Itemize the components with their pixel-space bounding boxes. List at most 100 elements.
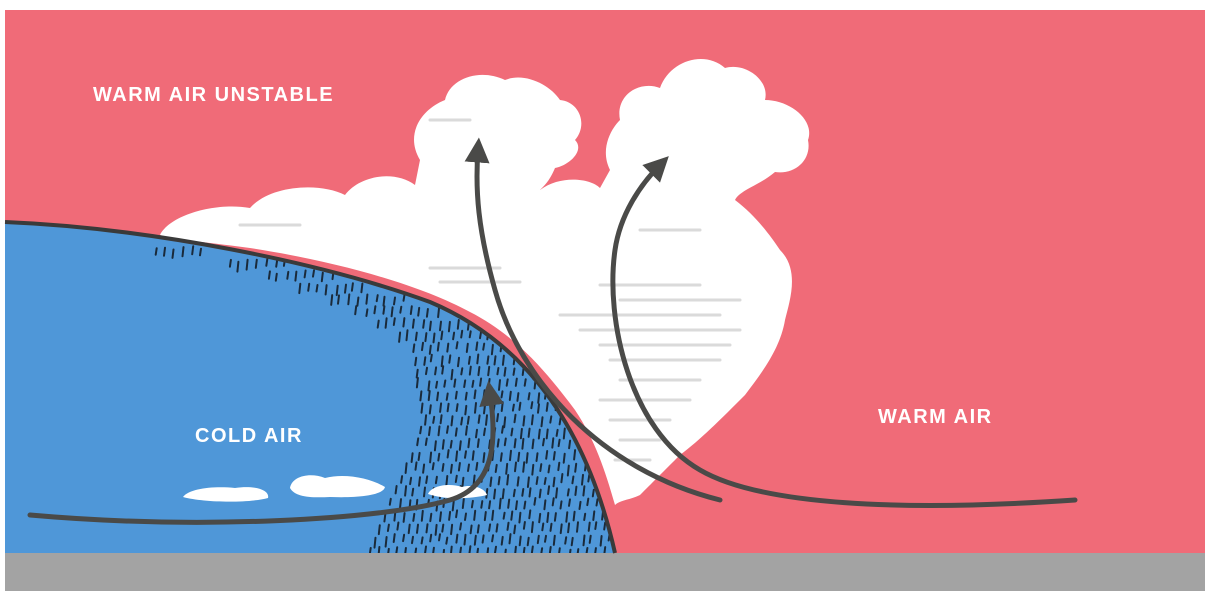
rain-streak — [575, 464, 576, 472]
rain-streak — [523, 462, 524, 472]
rain-streak — [462, 478, 463, 488]
rain-streak — [503, 489, 504, 498]
rain-streak — [556, 488, 557, 497]
rain-streak — [495, 356, 496, 364]
rain-streak — [511, 512, 512, 520]
rain-streak — [247, 260, 248, 270]
rain-streak — [164, 248, 165, 256]
rain-streak — [379, 525, 380, 534]
rain-streak — [156, 248, 157, 255]
rain-streak — [399, 333, 400, 342]
rain-streak — [505, 368, 506, 376]
rain-streak — [584, 536, 585, 546]
rain-streak — [502, 426, 503, 433]
rain-streak — [425, 333, 426, 341]
rain-streak — [443, 440, 444, 449]
rain-streak — [394, 298, 395, 305]
rain-streak — [501, 453, 502, 461]
rain-streak — [590, 536, 591, 543]
rain-streak — [489, 501, 490, 508]
rain-streak — [507, 379, 508, 385]
rain-streak — [425, 415, 426, 425]
rain-streak — [520, 537, 521, 546]
rain-streak — [554, 536, 555, 545]
rain-streak — [561, 524, 562, 533]
rain-streak — [441, 415, 442, 423]
rain-streak — [423, 320, 424, 328]
rain-streak — [413, 344, 414, 352]
rain-streak — [422, 343, 423, 350]
rain-streak — [515, 439, 516, 447]
rain-streak — [569, 499, 570, 506]
rain-streak — [476, 463, 477, 470]
rain-streak — [394, 318, 395, 325]
rain-streak — [510, 451, 511, 460]
rain-streak — [540, 490, 541, 498]
rain-streak — [451, 441, 452, 448]
rain-streak — [537, 453, 538, 461]
rain-streak — [545, 536, 546, 542]
rain-streak — [453, 333, 454, 340]
rain-streak — [470, 367, 471, 375]
cold-air-label: COLD AIR — [195, 425, 303, 447]
rain-streak — [497, 524, 498, 531]
rain-streak — [183, 247, 184, 256]
rain-streak — [489, 379, 490, 387]
rain-streak — [479, 415, 480, 423]
rain-streak — [527, 453, 528, 463]
rain-streak — [355, 306, 356, 314]
rain-streak — [568, 466, 569, 476]
rain-streak — [331, 295, 332, 305]
rain-streak — [601, 536, 602, 546]
rain-streak — [489, 524, 490, 531]
rain-streak — [582, 475, 583, 485]
rain-streak — [555, 513, 556, 521]
rain-streak — [465, 535, 466, 545]
rain-streak — [502, 391, 503, 397]
rain-streak — [561, 474, 562, 482]
rain-streak — [486, 415, 487, 425]
rain-streak — [480, 379, 481, 386]
rain-streak — [384, 297, 385, 306]
rain-streak — [469, 546, 470, 553]
rain-streak — [409, 525, 410, 534]
rain-streak — [442, 356, 443, 366]
rain-streak — [572, 477, 573, 484]
rain-streak — [451, 525, 452, 534]
rain-streak — [470, 331, 471, 337]
rain-streak — [547, 430, 548, 439]
rain-streak — [388, 525, 389, 531]
rain-streak — [464, 380, 465, 387]
rain-streak — [513, 405, 514, 411]
rain-streak — [440, 403, 441, 412]
rain-streak — [345, 285, 346, 293]
rain-streak — [575, 487, 576, 495]
rain-streak — [448, 404, 449, 412]
rain-streak — [480, 332, 481, 338]
rain-streak — [484, 390, 485, 398]
rain-streak — [449, 355, 450, 362]
rain-streak — [577, 522, 578, 532]
rain-streak — [436, 525, 437, 535]
rain-streak — [416, 462, 417, 469]
rain-streak — [552, 438, 553, 447]
rain-streak — [476, 342, 477, 350]
rain-streak — [568, 489, 569, 495]
rain-streak — [547, 513, 548, 522]
rain-streak — [422, 511, 423, 521]
rain-streak — [416, 333, 417, 341]
rain-streak — [490, 478, 491, 487]
rain-streak — [506, 464, 507, 474]
rain-streak — [508, 500, 509, 508]
rain-streak — [468, 439, 469, 448]
rain-streak — [299, 284, 300, 293]
rain-streak — [516, 379, 517, 386]
rain-streak — [486, 489, 487, 498]
rain-streak — [478, 525, 479, 532]
rain-streak — [313, 270, 314, 276]
rain-streak — [468, 417, 469, 424]
rain-streak — [574, 512, 575, 521]
rain-streak — [417, 378, 418, 387]
rain-streak — [326, 285, 327, 294]
rain-streak — [566, 512, 567, 522]
